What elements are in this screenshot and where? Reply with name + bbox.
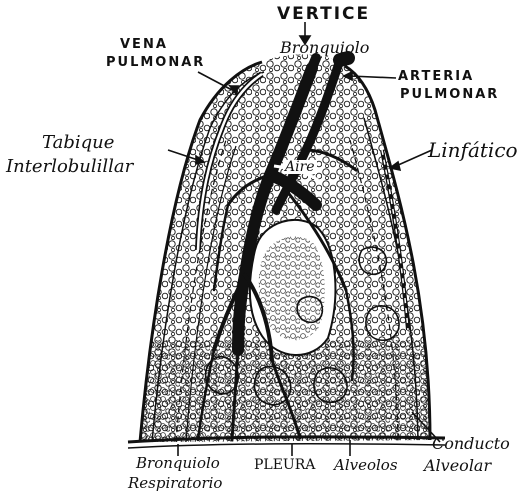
label-bronquiolo-resp-line2: Respiratorio	[128, 476, 222, 491]
label-arteria-line2: PULMONAR	[400, 88, 499, 101]
label-vertice: VERTICE	[277, 6, 370, 23]
pleura-line	[128, 437, 445, 448]
label-tabique-line2: Interlobulillar	[6, 158, 133, 176]
label-conducto-line1: Conducto	[432, 436, 510, 452]
label-conducto-line2: Alveolar	[424, 458, 491, 474]
label-linfatico: Linfático	[428, 140, 518, 160]
label-bronquiolo-resp-line1: Bronquiolo	[136, 456, 220, 471]
label-tabique-line1: Tabique	[42, 134, 114, 152]
label-vena-line2: PULMONAR	[106, 56, 205, 69]
label-alveolos: Alveolos	[334, 458, 398, 473]
label-arteria-line1: ARTERIA	[398, 70, 474, 83]
label-vena-line1: VENA	[120, 38, 168, 51]
label-bronquiolo: Bronquiolo	[280, 40, 369, 56]
label-aire: Aire	[283, 160, 317, 174]
label-pleura: PLEURA	[254, 458, 315, 472]
